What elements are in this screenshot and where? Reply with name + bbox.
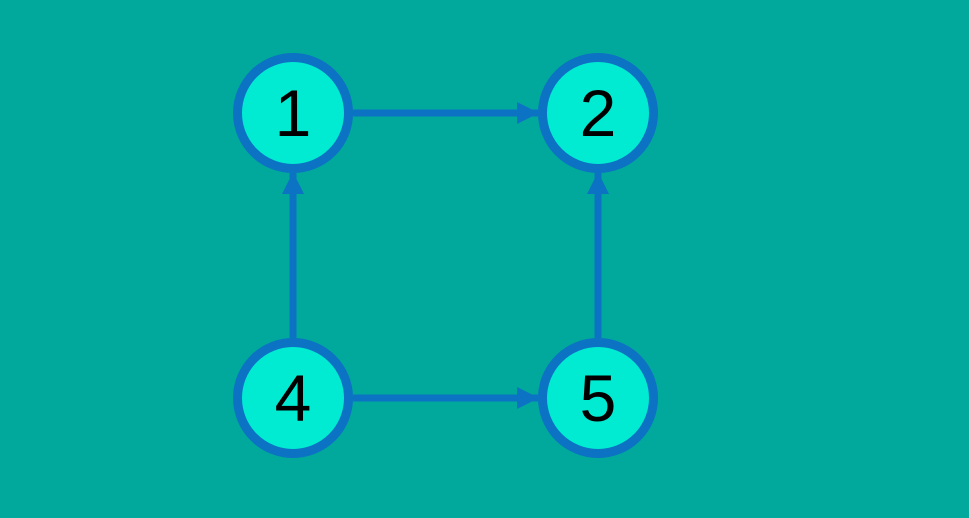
- node-circle-5[interactable]: [538, 338, 658, 458]
- node-circle-2[interactable]: [538, 53, 658, 173]
- node-5[interactable]: 5: [538, 338, 658, 458]
- node-4[interactable]: 4: [233, 338, 353, 458]
- node-circle-1[interactable]: [233, 53, 353, 173]
- node-2[interactable]: 2: [538, 53, 658, 173]
- node-1[interactable]: 1: [233, 53, 353, 173]
- node-circle-4[interactable]: [233, 338, 353, 458]
